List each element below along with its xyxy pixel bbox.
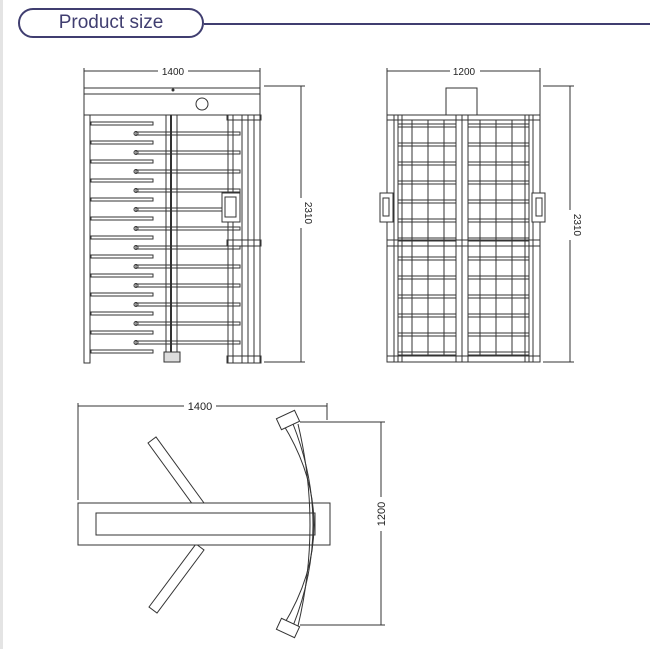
fixed-arm [90, 311, 154, 316]
title-divider [204, 23, 650, 25]
section-title: Product size [58, 12, 164, 33]
rotor-arm-end [133, 207, 139, 212]
rotor-arm [135, 283, 241, 288]
fixed-arm [90, 216, 154, 221]
rotor-arm-end [133, 302, 139, 307]
top-depth-label: 1200 [376, 502, 388, 526]
rotor-arm [135, 302, 241, 307]
fixed-arm [90, 121, 154, 126]
front-height-label: 2310 [302, 202, 313, 225]
rotor-arm [135, 245, 241, 250]
rotor-arm [135, 131, 241, 136]
section-title-pill: Product size [18, 8, 204, 38]
rotor-arm-end [133, 264, 139, 269]
fixed-arm [90, 140, 154, 145]
side-width-label: 1200 [453, 67, 476, 78]
front-width-label: 1400 [162, 67, 185, 78]
fixed-arm [90, 235, 154, 240]
rotor-arm [135, 264, 241, 269]
rotor-arm [135, 169, 241, 174]
fixed-arm [90, 273, 154, 278]
front-view: 1400 2310 [83, 65, 313, 364]
fixed-arm [90, 349, 154, 354]
rotor-arm-end [133, 340, 139, 345]
fixed-arm [90, 178, 154, 183]
left-edge [0, 0, 3, 649]
rotor-arm [135, 150, 241, 155]
fixed-arm [90, 292, 154, 297]
rotor-arm-end [133, 283, 139, 288]
rotor-arm [135, 188, 241, 193]
top-width-label: 1400 [188, 401, 212, 413]
fixed-arm [90, 254, 154, 259]
side-view: 1200 2310 [379, 65, 582, 363]
rotor-arm-end [133, 226, 139, 231]
top-view: 1400 1200 [77, 400, 388, 639]
side-height-label: 2310 [571, 214, 582, 237]
rotor-arm-end [133, 169, 139, 174]
fixed-arm [90, 159, 154, 164]
rotor-arm [135, 340, 241, 345]
rotor-arm-end [133, 131, 139, 136]
rotor-arm-end [133, 150, 139, 155]
rotor-arm [135, 226, 241, 231]
rotor-arm-end [133, 245, 139, 250]
rotor-arm-end [133, 321, 139, 326]
fixed-arm [90, 197, 154, 202]
indicator-light-icon [195, 97, 209, 111]
rotor-arm-end [133, 188, 139, 193]
fixed-arm [90, 330, 154, 335]
rotor-arm [135, 321, 241, 326]
